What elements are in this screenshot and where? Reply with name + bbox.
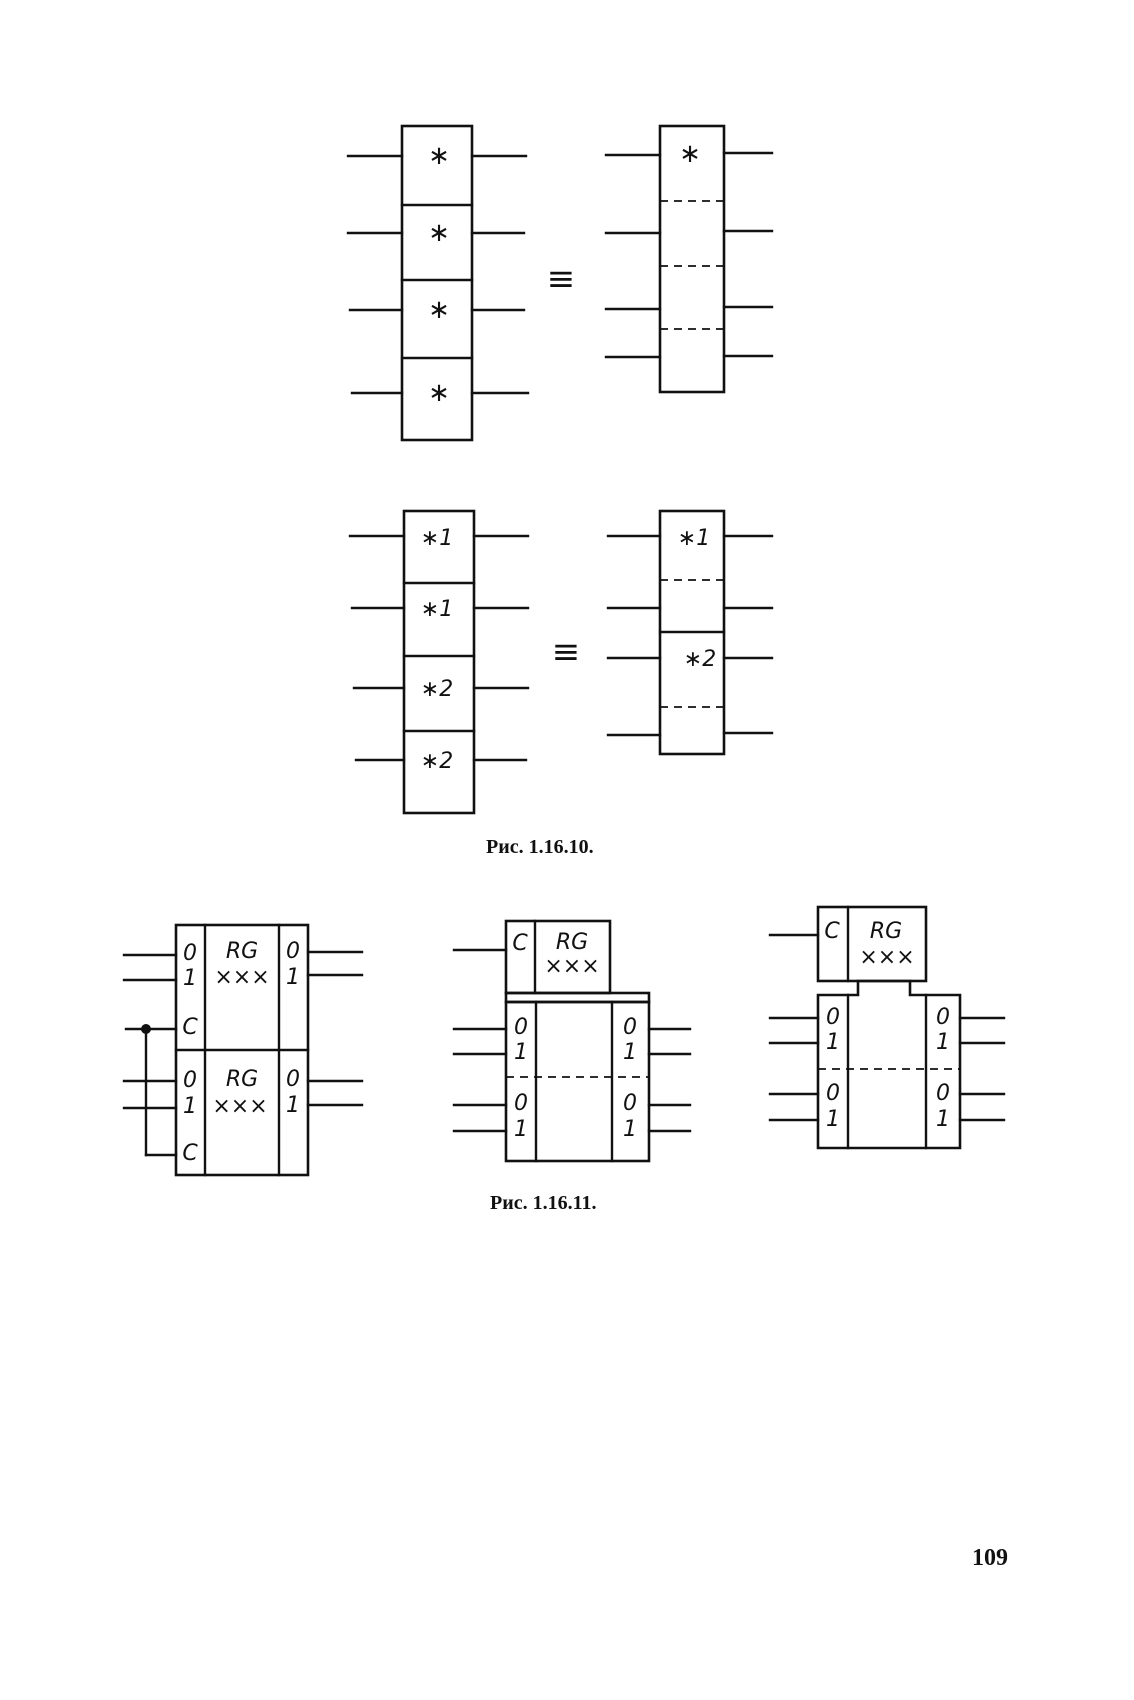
figure-2-caption: Рис. 1.16.11. xyxy=(490,1192,597,1214)
fig2-b-out-0: 0 xyxy=(623,1015,637,1040)
fig2-b-control-in: C xyxy=(512,931,528,956)
fig1-top-cell-3: ∗ xyxy=(428,378,450,408)
fig2-c-control-title: RG xyxy=(870,919,902,944)
fig2-clock-junction xyxy=(141,1024,151,1034)
fig2-b-in-1: 1 xyxy=(514,1040,528,1065)
fig2-c-in-2: 0 xyxy=(826,1081,840,1106)
fig2-a-upper-out-0: 0 xyxy=(286,939,300,964)
fig2-a-lower-subtitle: ××× xyxy=(212,1094,267,1119)
fig2-a-upper-out-1: 1 xyxy=(286,965,300,990)
fig2-a-upper-title: RG xyxy=(226,939,258,964)
fig2-a-lower-out-1: 1 xyxy=(286,1093,300,1118)
fig2-a-lower-out-0: 0 xyxy=(286,1067,300,1092)
fig2-c-out-1: 1 xyxy=(936,1030,950,1055)
fig2-b-out-1: 1 xyxy=(623,1040,637,1065)
figure-1-caption: Рис. 1.16.10. xyxy=(486,836,594,858)
fig2-block-a: 0 1 C RG ××× 0 1 0 1 C RG ××× 0 1 xyxy=(122,923,364,1177)
fig2-b-in-3: 1 xyxy=(514,1117,528,1142)
fig2-a-lower-in-0: 0 xyxy=(183,1068,197,1093)
fig2-c-control-in: C xyxy=(824,919,840,944)
fig1-bottom-right-block: ∗1 ∗2 xyxy=(606,509,774,756)
fig1-bottom-cell-2: ∗2 xyxy=(421,677,453,702)
fig2-block-c: C RG ××× 0 1 0 1 0 1 0 1 xyxy=(768,905,1006,1150)
fig2-a-lower-title: RG xyxy=(226,1067,258,1092)
fig1-top-right-block: ∗ xyxy=(604,124,774,394)
fig1-top-cell-1: ∗ xyxy=(428,218,450,248)
fig2-b-out-2: 0 xyxy=(623,1091,637,1116)
page-number: 109 xyxy=(972,1545,1008,1571)
fig2-b-control-title: RG xyxy=(556,930,588,955)
fig1-top-right-label: ∗ xyxy=(679,139,701,169)
fig1-bottom-equivalence: ≡ xyxy=(552,632,581,672)
fig1-top-cell-2: ∗ xyxy=(428,295,450,325)
fig2-a-upper-in-0: 0 xyxy=(183,941,197,966)
fig2-b-control-subtitle: ××× xyxy=(544,954,599,979)
fig1-bottom-right-label-1: ∗2 xyxy=(684,647,716,672)
fig2-c-control-subtitle: ××× xyxy=(859,945,914,970)
fig2-b-out-3: 1 xyxy=(623,1117,637,1142)
fig2-c-out-2: 0 xyxy=(936,1081,950,1106)
fig1-bottom-cell-3: ∗2 xyxy=(421,749,453,774)
fig2-c-out-0: 0 xyxy=(936,1005,950,1030)
fig1-top-equivalence: ≡ xyxy=(547,259,576,299)
fig2-block-b: C RG ××× 0 1 0 1 0 1 0 1 xyxy=(452,919,692,1163)
fig1-bottom-cell-1: ∗1 xyxy=(421,597,453,622)
fig2-c-out-3: 1 xyxy=(936,1107,950,1132)
fig2-a-upper-in-2: C xyxy=(182,1015,198,1040)
fig1-top-left-block: ∗ ∗ ∗ ∗ xyxy=(346,124,530,442)
fig2-c-in-1: 1 xyxy=(826,1030,840,1055)
fig1-top-cell-0: ∗ xyxy=(428,141,450,171)
fig1-bottom-cell-0: ∗1 xyxy=(421,526,453,551)
fig1-bottom-left-block: ∗1 ∗1 ∗2 ∗2 xyxy=(348,509,530,815)
fig2-b-in-0: 0 xyxy=(514,1015,528,1040)
fig1-bottom-right-label-0: ∗1 xyxy=(678,526,710,551)
fig2-a-upper-subtitle: ××× xyxy=(214,965,269,990)
fig2-b-in-2: 0 xyxy=(514,1091,528,1116)
fig2-c-in-0: 0 xyxy=(826,1005,840,1030)
fig2-a-lower-in-1: 1 xyxy=(183,1094,197,1119)
fig2-a-upper-in-1: 1 xyxy=(183,966,197,991)
fig2-a-lower-in-2: C xyxy=(182,1141,198,1166)
fig2-c-in-3: 1 xyxy=(826,1107,840,1132)
